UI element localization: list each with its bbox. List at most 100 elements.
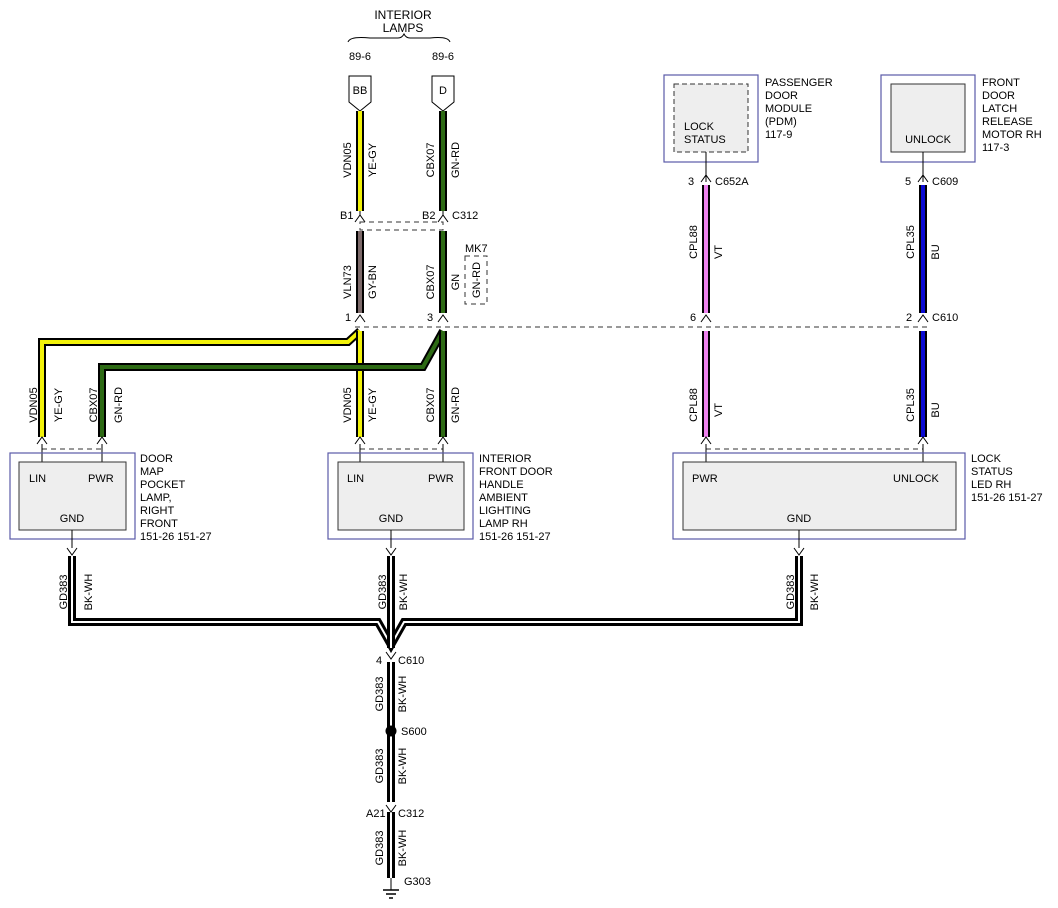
label-bk-wh-mid: BK-WH [398,574,410,611]
led-label-2: STATUS [971,466,1013,478]
door-map-label-2: MAP [140,466,164,478]
interior-lamps-title-1: INTERIOR [374,8,432,22]
led-label-4: 151-26 151-27 [971,492,1043,504]
pdm-label-4: (PDM) [765,116,797,128]
c652a-pin: 3 [688,176,694,188]
c610-pin-3: 3 [427,312,433,324]
wire-vdn05-upper [356,111,364,211]
handle-pin-lin: LIN [347,473,364,485]
ground-c610-label: C610 [398,655,424,667]
door-map-pin-lin: LIN [29,473,46,485]
label-gy-bn: GY-BN [367,265,379,299]
wire-cpl35-upper [919,185,927,313]
label-gn-rd-lower: GN-RD [450,387,462,423]
label-cpl35-upper: CPL35 [905,225,917,259]
connector-tag-bb: BB [348,75,372,112]
ground-c610-pin: 4 [376,655,382,667]
label-bk-wh-left: BK-WH [83,574,95,611]
label-cpl88-lower: CPL88 [688,388,700,422]
wire-gd383-harness [68,556,803,654]
c609-label: C609 [932,176,958,188]
latch-inner-unlock: UNLOCK [905,134,952,146]
interior-lamps-brace [347,32,451,43]
label-ye-gy-upper: YE-GY [367,142,379,177]
label-vdn05-lower: VDN05 [342,387,354,422]
pdm-label-3: MODULE [765,103,812,115]
mk7-box [464,255,488,305]
door-map-pocket-lamp: LIN PWR GND DOOR MAP POCKET LAMP, RIGHT … [9,452,212,543]
door-map-pin-gnd: GND [60,513,85,525]
wire-cpl35-lower [919,331,927,437]
latch-label-4: RELEASE [982,116,1033,128]
door-map-label-7: 151-26 151-27 [140,531,212,543]
label-gn-rd-left: GN-RD [113,387,125,423]
label-vdn05-left: VDN05 [28,387,40,422]
led-label-1: LOCK [971,453,1002,465]
pdm-inner-status: STATUS [684,134,726,146]
label-gd383-seg1: GD383 [374,677,386,712]
led-pin-unlock: UNLOCK [893,473,940,485]
pdm-label-5: 117-9 [765,129,792,141]
ground-terminals [66,530,805,556]
label-gd383-seg2: GD383 [374,749,386,784]
led-pin-gnd: GND [787,513,812,525]
label-cbx07-mid: CBX07 [425,265,437,300]
door-map-label-4: LAMP, [140,492,172,504]
connector-c312-dashes [359,221,444,231]
label-gd383-mid: GD383 [377,575,389,610]
ground-c312-pin: A21 [366,808,386,820]
lock-status-led: PWR UNLOCK GND LOCK STATUS LED RH 151-26… [672,452,1043,540]
ground-c312-label: C312 [398,808,424,820]
label-gn: GN [450,274,462,291]
connector-tag-d-label: D [439,85,447,97]
splice-s600 [385,725,397,737]
label-gd383-right: GD383 [785,575,797,610]
label-bk-wh-seg2: BK-WH [397,748,409,785]
wire-cbx07-mid [439,231,447,313]
passenger-door-module: LOCK STATUS PASSENGER DOOR MODULE (PDM) … [663,74,833,163]
c609-terminal [917,174,929,183]
pdm-inner-lock: LOCK [684,121,715,133]
label-bk-wh-seg3: BK-WH [397,830,409,867]
label-cbx07-upper: CBX07 [425,143,437,178]
handle-label-4: AMBIENT [479,492,528,504]
handle-pin-pwr: PWR [428,473,454,485]
c652a-terminal [700,174,712,183]
handle-label-5: LIGHTING [479,505,531,517]
wire-cpl88-lower [702,331,710,437]
ground-c312-terminal [385,804,397,813]
front-door-latch-release-motor: UNLOCK FRONT DOOR LATCH RELEASE MOTOR RH… [880,74,1042,163]
latch-label-5: MOTOR RH [982,129,1042,141]
latch-label-2: DOOR [982,90,1015,102]
label-ye-gy-left: YE-GY [53,387,65,422]
wire-cbx07-upper [439,111,447,211]
led-pin-pwr: PWR [692,473,718,485]
label-gd383-left: GD383 [58,575,70,610]
c312-label: C312 [452,210,478,222]
label-gd383-seg3: GD383 [374,831,386,866]
latch-label-6: 117-3 [982,142,1009,154]
label-ye-gy-lower: YE-GY [367,387,379,422]
handle-label-1: INTERIOR [479,453,532,465]
c652a-label: C652A [715,176,749,188]
connector-c610: 1 3 6 2 C610 [345,312,958,328]
label-vt-lower: VT [713,403,725,417]
handle-label-2: FRONT DOOR [479,466,553,478]
mk7-label: MK7 [465,243,488,255]
c609-pin: 5 [905,176,911,188]
label-bu-upper: BU [930,244,942,259]
c610-pin-6: 6 [690,312,696,324]
handle-pin-gnd: GND [379,513,404,525]
connector-tag-bb-label: BB [353,85,368,97]
c312-pin-b2: B2 [422,210,435,222]
label-vln73: VLN73 [342,265,354,299]
ground-c610-terminal [385,651,397,660]
c610-label: C610 [932,312,958,324]
interior-lamps-header: INTERIOR LAMPS 89-6 89-6 [347,8,454,63]
label-mk7-gn-rd: GN-RD [471,262,483,298]
door-map-label-5: RIGHT [140,505,175,517]
door-map-label-1: DOOR [140,453,173,465]
interior-front-door-handle-lamp: LIN PWR GND INTERIOR FRONT DOOR HANDLE A… [327,452,553,543]
pdm-label-1: PASSENGER [765,77,833,89]
label-vdn05-upper: VDN05 [342,142,354,177]
